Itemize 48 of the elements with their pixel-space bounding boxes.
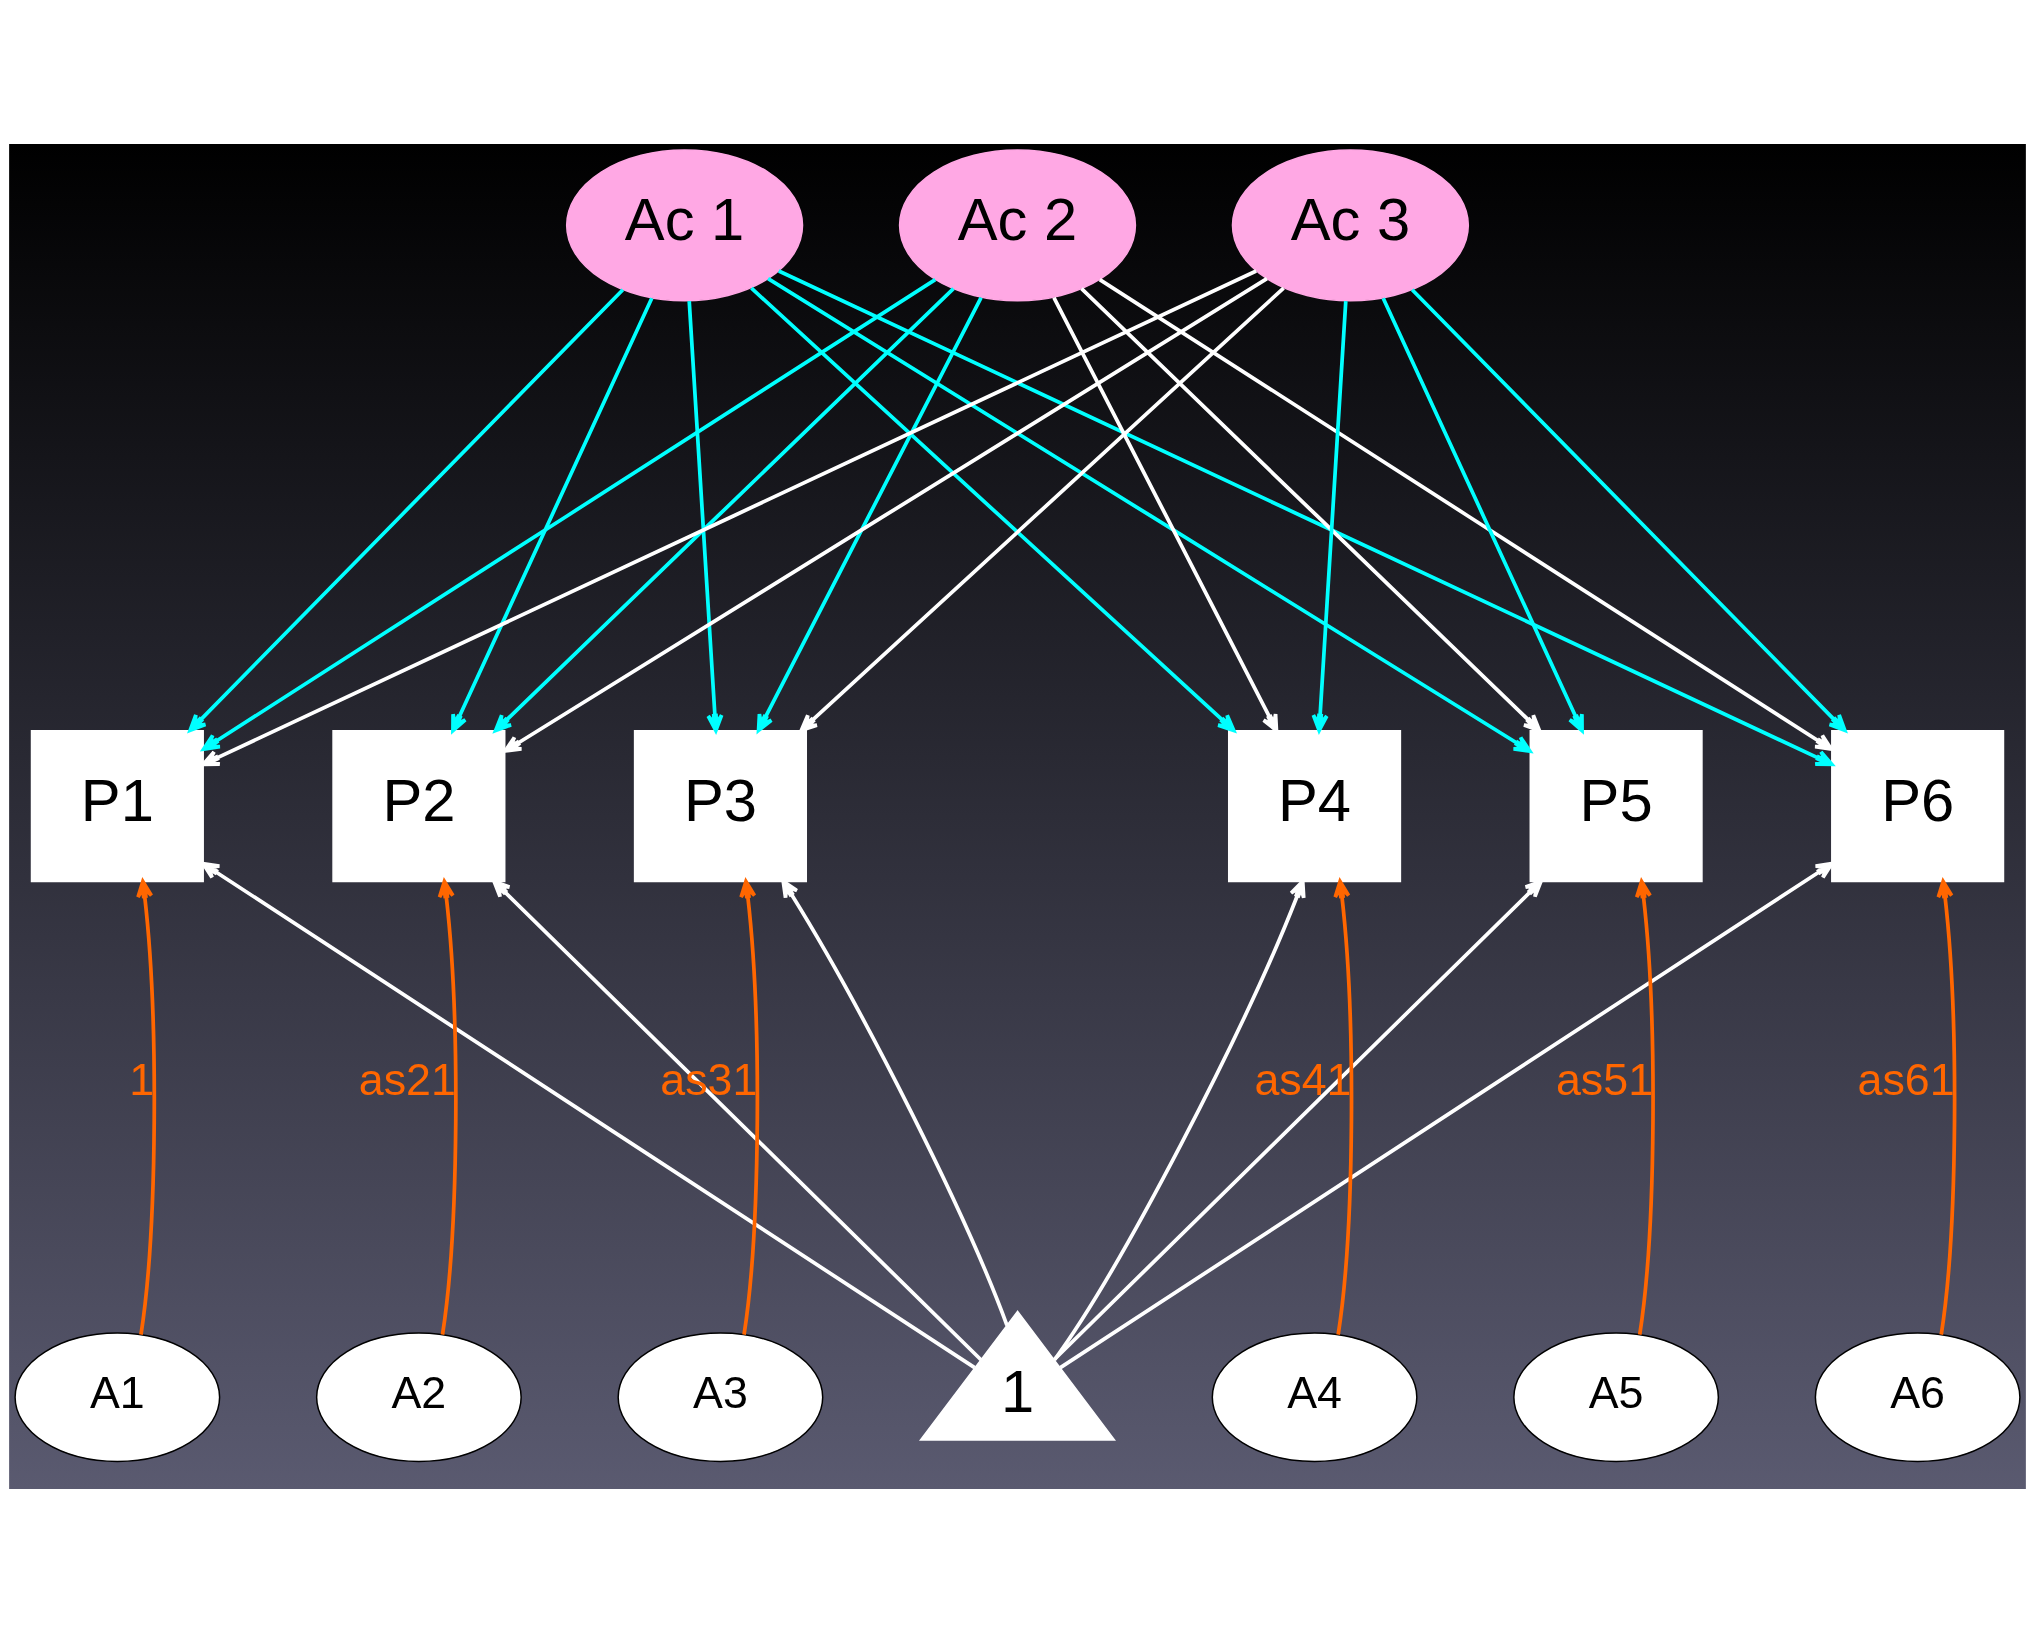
arrow [1381,297,1584,732]
node-box: P3 [633,729,807,882]
node-ellipse: Ac 1 [565,148,803,301]
arrow [780,879,1009,1326]
node-ellipse: Ac 3 [1231,148,1469,301]
arrow [749,286,1235,732]
arrow [1634,879,1655,1335]
node-box: P5 [1529,729,1703,882]
arrow [1079,286,1541,732]
arrow [450,297,653,732]
node-ellipse: A2 [315,1331,522,1462]
edge-label: 1 [128,1053,154,1104]
arrow [756,296,983,732]
arrow [799,286,1285,732]
arrow [135,879,156,1335]
arrow [502,276,1268,753]
node-ellipse: A6 [1814,1331,2021,1462]
arrow [1332,879,1353,1335]
arrow [201,268,1257,766]
arrow [187,287,624,732]
arrow [493,286,955,732]
arrow [1098,277,1833,751]
arrow [777,268,1833,766]
arrow [201,277,936,751]
node-box: P6 [1830,729,2004,882]
arrow [738,879,759,1335]
edge-label: as51 [1555,1053,1653,1104]
arrow [1058,861,1834,1369]
arrow [491,879,982,1361]
arrow [1311,300,1348,732]
arrow [437,879,458,1335]
node-ellipse: A1 [13,1331,220,1462]
edge-label: as21 [358,1053,456,1104]
node-ellipse: A5 [1512,1331,1719,1462]
arrow [686,300,723,732]
node-box: P1 [30,729,204,882]
arrow [1410,287,1847,732]
arrow [1935,879,1956,1335]
arrow [1051,296,1278,732]
node-ellipse: Ac 2 [898,148,1136,301]
node-ellipse: A3 [616,1331,823,1462]
arrow [200,861,976,1369]
edge-label: as61 [1857,1053,1955,1104]
node-box: P4 [1227,729,1401,882]
arrow [766,276,1532,753]
arrow [1052,879,1543,1361]
node-ellipse: A4 [1211,1331,1418,1462]
node-box: P2 [331,729,505,882]
